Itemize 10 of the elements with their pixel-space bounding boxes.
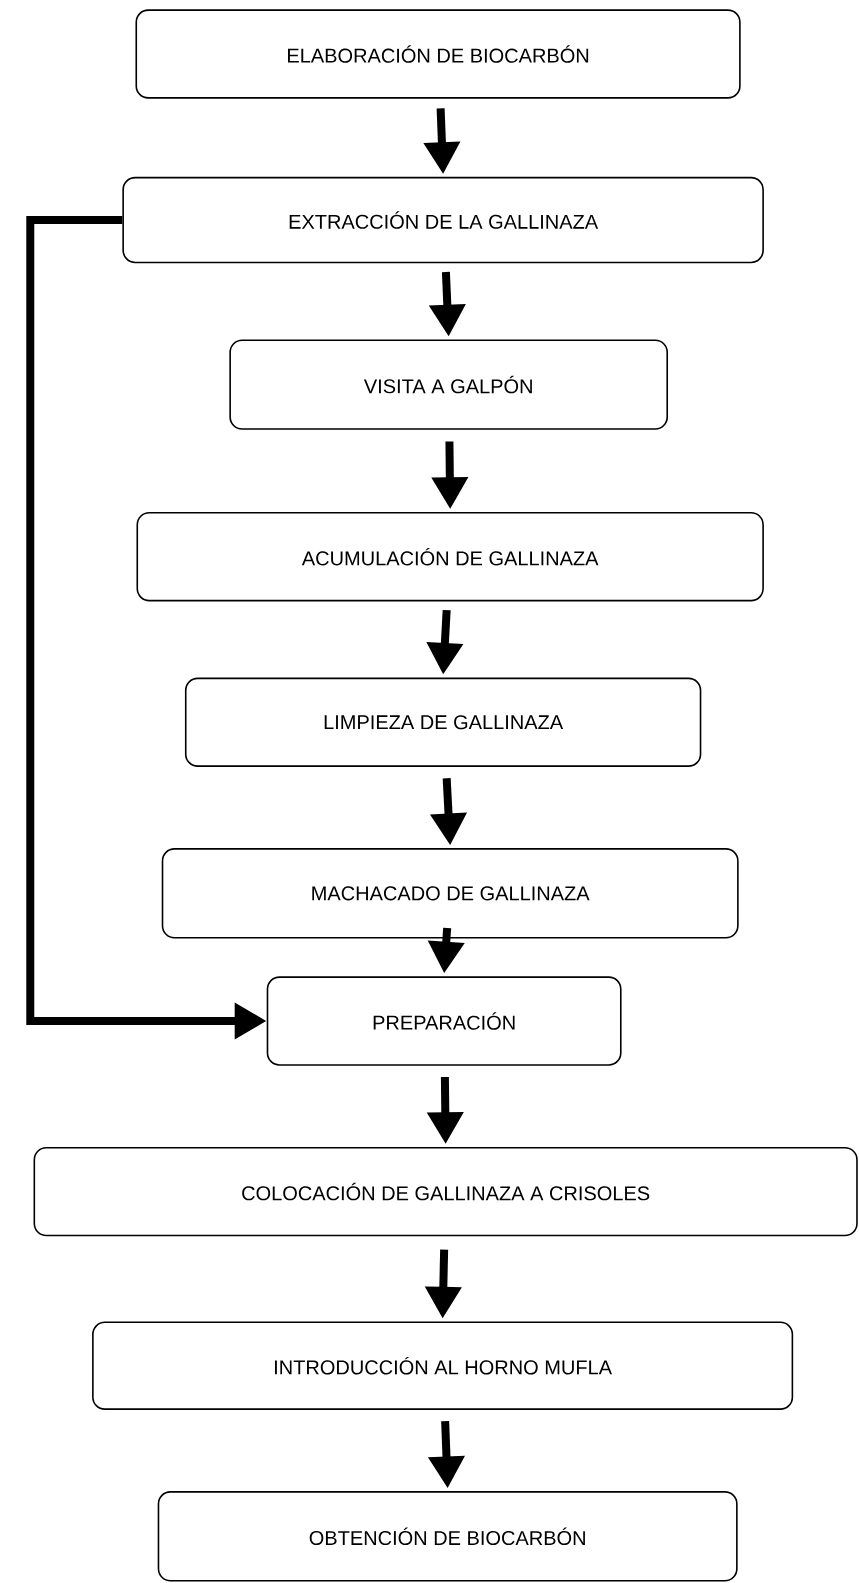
process-box: MACHACADO DE GALLINAZA: [161, 848, 739, 939]
process-box: VISITA A GALPÓN: [229, 339, 668, 430]
process-box: OBTENCIÓN DE BIOCARBÓN: [157, 1491, 738, 1582]
process-box: ACUMULACIÓN DE GALLINAZA: [136, 511, 764, 602]
process-box: COLOCACIÓN DE GALLINAZA A CRISOLES: [33, 1146, 858, 1237]
process-box: PREPARACIÓN: [266, 976, 622, 1066]
process-box: LIMPIEZA DE GALLINAZA: [184, 677, 702, 767]
process-box: ELABORACIÓN DE BIOCARBÓN: [135, 9, 741, 99]
process-box: INTRODUCCIÓN AL HORNO MUFLA: [92, 1321, 794, 1410]
process-box: EXTRACCIÓN DE LA GALLINAZA: [122, 176, 764, 264]
